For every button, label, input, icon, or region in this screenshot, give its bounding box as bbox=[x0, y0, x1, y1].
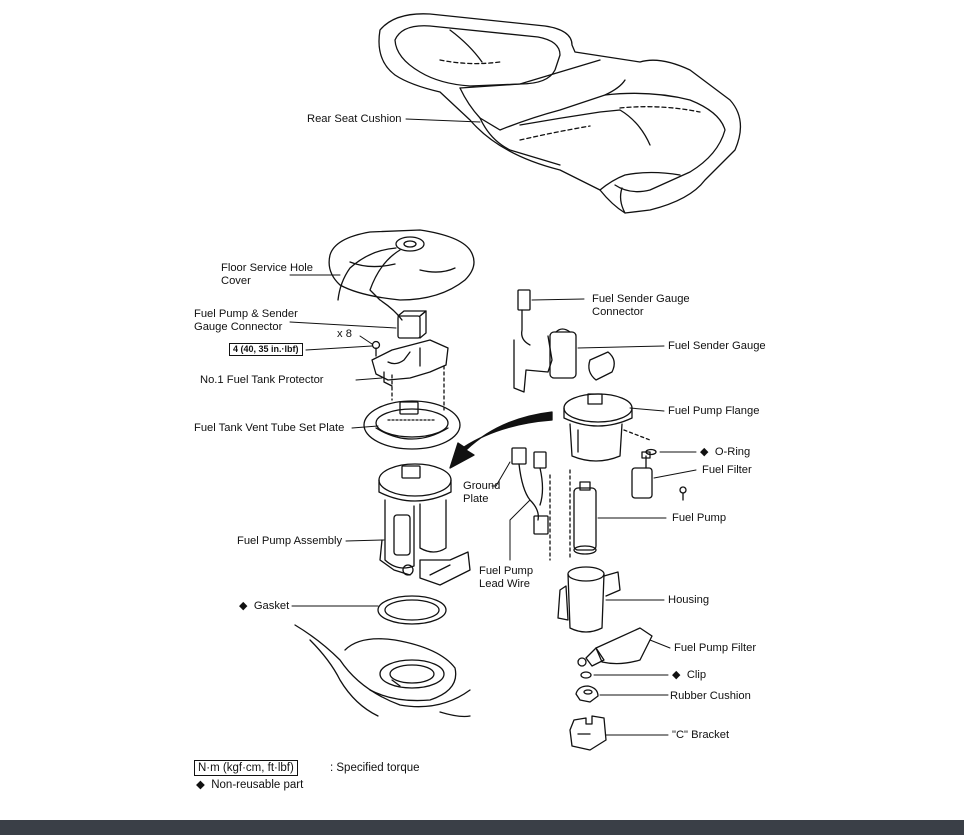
label-c-bracket: "C" Bracket bbox=[672, 729, 730, 741]
label-o-ring: ◆ O-Ring bbox=[700, 446, 751, 458]
label-ground-plate: Ground Plate bbox=[463, 480, 501, 505]
label-bolt-count: x 8 bbox=[337, 328, 352, 340]
fuel-tank-protector-drawing bbox=[371, 310, 449, 411]
rubber-cushion-drawing bbox=[575, 685, 599, 703]
label-clip: ◆ Clip bbox=[672, 669, 707, 681]
fuel-sender-gauge-drawing bbox=[513, 289, 615, 393]
fuel-pump-filter-drawing bbox=[577, 627, 653, 667]
leader-lines bbox=[289, 118, 697, 736]
label-vent-tube-set-plate: Fuel Tank Vent Tube Set Plate bbox=[194, 422, 345, 434]
label-gasket: ◆ Gasket bbox=[239, 600, 290, 612]
fuel-tank-drawing bbox=[294, 624, 471, 718]
torque-spec-box: 4 (40, 35 in.·lbf) bbox=[229, 343, 303, 356]
c-bracket-drawing bbox=[569, 715, 607, 751]
legend-torque-unit: N·m (kgf·cm, ft·lbf) bbox=[194, 760, 298, 776]
label-housing: Housing bbox=[668, 594, 710, 606]
label-floor-service-hole-cover: Floor Service Hole Cover bbox=[221, 262, 314, 287]
label-fuel-pump-lead-wire: Fuel Pump Lead Wire bbox=[479, 565, 534, 590]
vent-tube-set-plate-drawing bbox=[363, 400, 461, 450]
clip-drawing bbox=[580, 671, 592, 679]
gasket-drawing bbox=[377, 595, 447, 625]
label-fuel-pump-assembly: Fuel Pump Assembly bbox=[237, 535, 343, 547]
label-fuel-pump-flange: Fuel Pump Flange bbox=[668, 405, 760, 417]
fuel-pump-flange-drawing bbox=[563, 393, 651, 462]
bottom-bar bbox=[0, 820, 964, 835]
legend-nonreusable: ◆ Non-reusable part bbox=[196, 779, 304, 791]
label-fuel-sender-gauge: Fuel Sender Gauge bbox=[668, 340, 766, 352]
fuel-filter-drawing bbox=[631, 451, 687, 501]
assembly-direction-arrow bbox=[449, 411, 553, 469]
label-fuel-pump-filter: Fuel Pump Filter bbox=[674, 642, 757, 654]
label-fuel-pump: Fuel Pump bbox=[672, 512, 727, 524]
label-fuel-pump-sender-connector: Fuel Pump & Sender Gauge Connector bbox=[194, 308, 298, 333]
label-fuel-sender-gauge-connector: Fuel Sender Gauge Connector bbox=[592, 293, 690, 318]
legend-torque-text: : Specified torque bbox=[330, 762, 420, 774]
label-rear-seat-cushion: Rear Seat Cushion bbox=[307, 113, 402, 125]
label-no1-fuel-tank-protector: No.1 Fuel Tank Protector bbox=[200, 374, 324, 386]
fuel-pump-assembly-drawing bbox=[378, 463, 471, 586]
label-rubber-cushion: Rubber Cushion bbox=[670, 690, 751, 702]
fuel-pump-drawing bbox=[549, 469, 597, 561]
rear-seat-cushion-drawing bbox=[378, 13, 742, 214]
label-fuel-filter: Fuel Filter bbox=[702, 464, 752, 476]
floor-service-hole-cover-drawing bbox=[328, 229, 475, 321]
lead-wire-drawing bbox=[511, 447, 549, 535]
housing-drawing bbox=[557, 566, 621, 633]
